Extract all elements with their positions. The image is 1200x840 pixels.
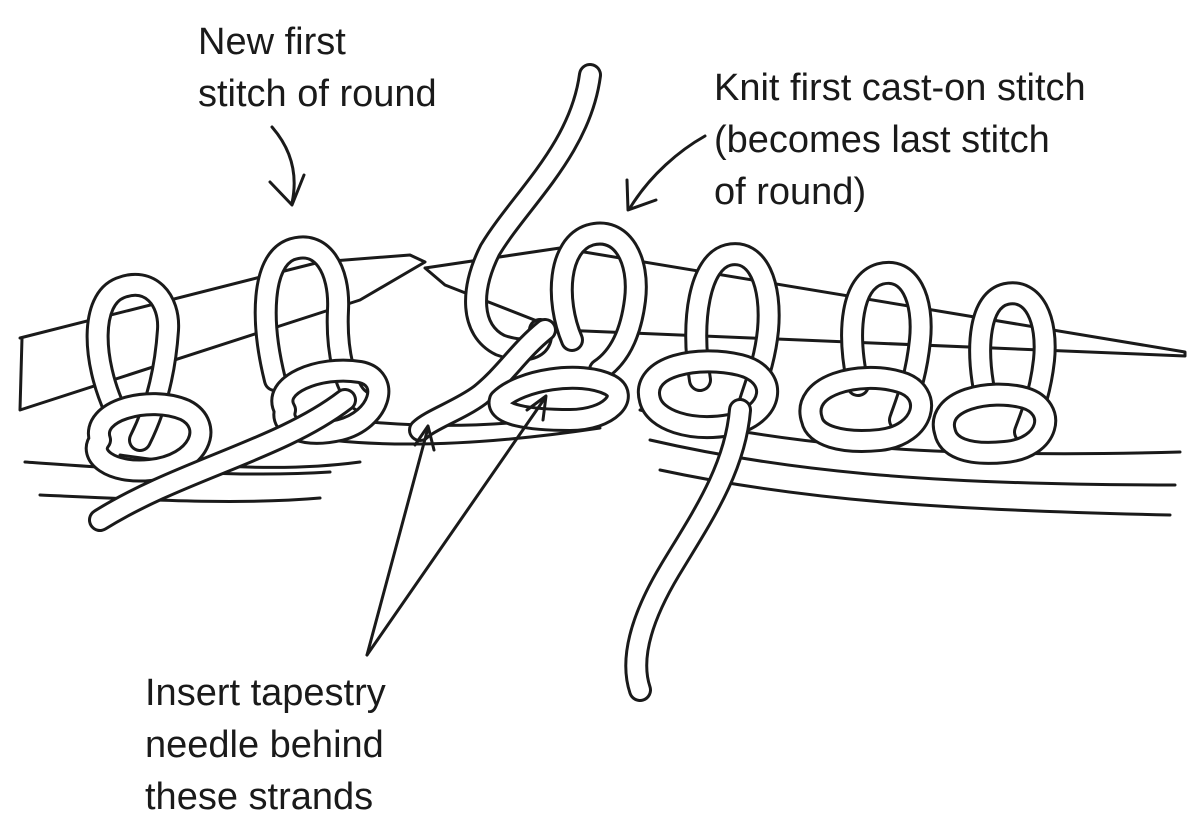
left-needle <box>20 255 425 410</box>
label-insert-tapestry-needle: Insert tapestry needle behind these stra… <box>145 667 386 823</box>
label-knit-first-cast-on: Knit first cast-on stitch (becomes last … <box>714 62 1086 218</box>
label-line: Knit first cast-on stitch <box>714 62 1086 114</box>
label-line: (becomes last stitch <box>714 114 1086 166</box>
label-line: New first <box>198 16 437 68</box>
label-new-first-stitch: New first stitch of round <box>198 16 437 120</box>
label-line: Insert tapestry <box>145 667 386 719</box>
label-line: needle behind <box>145 719 386 771</box>
label-line: of round) <box>714 166 1086 218</box>
arrow-knit-first <box>627 136 705 210</box>
arrow-new-first <box>270 127 304 205</box>
label-line: stitch of round <box>198 68 437 120</box>
label-line: these strands <box>145 771 386 823</box>
arrows-insert <box>367 396 546 655</box>
